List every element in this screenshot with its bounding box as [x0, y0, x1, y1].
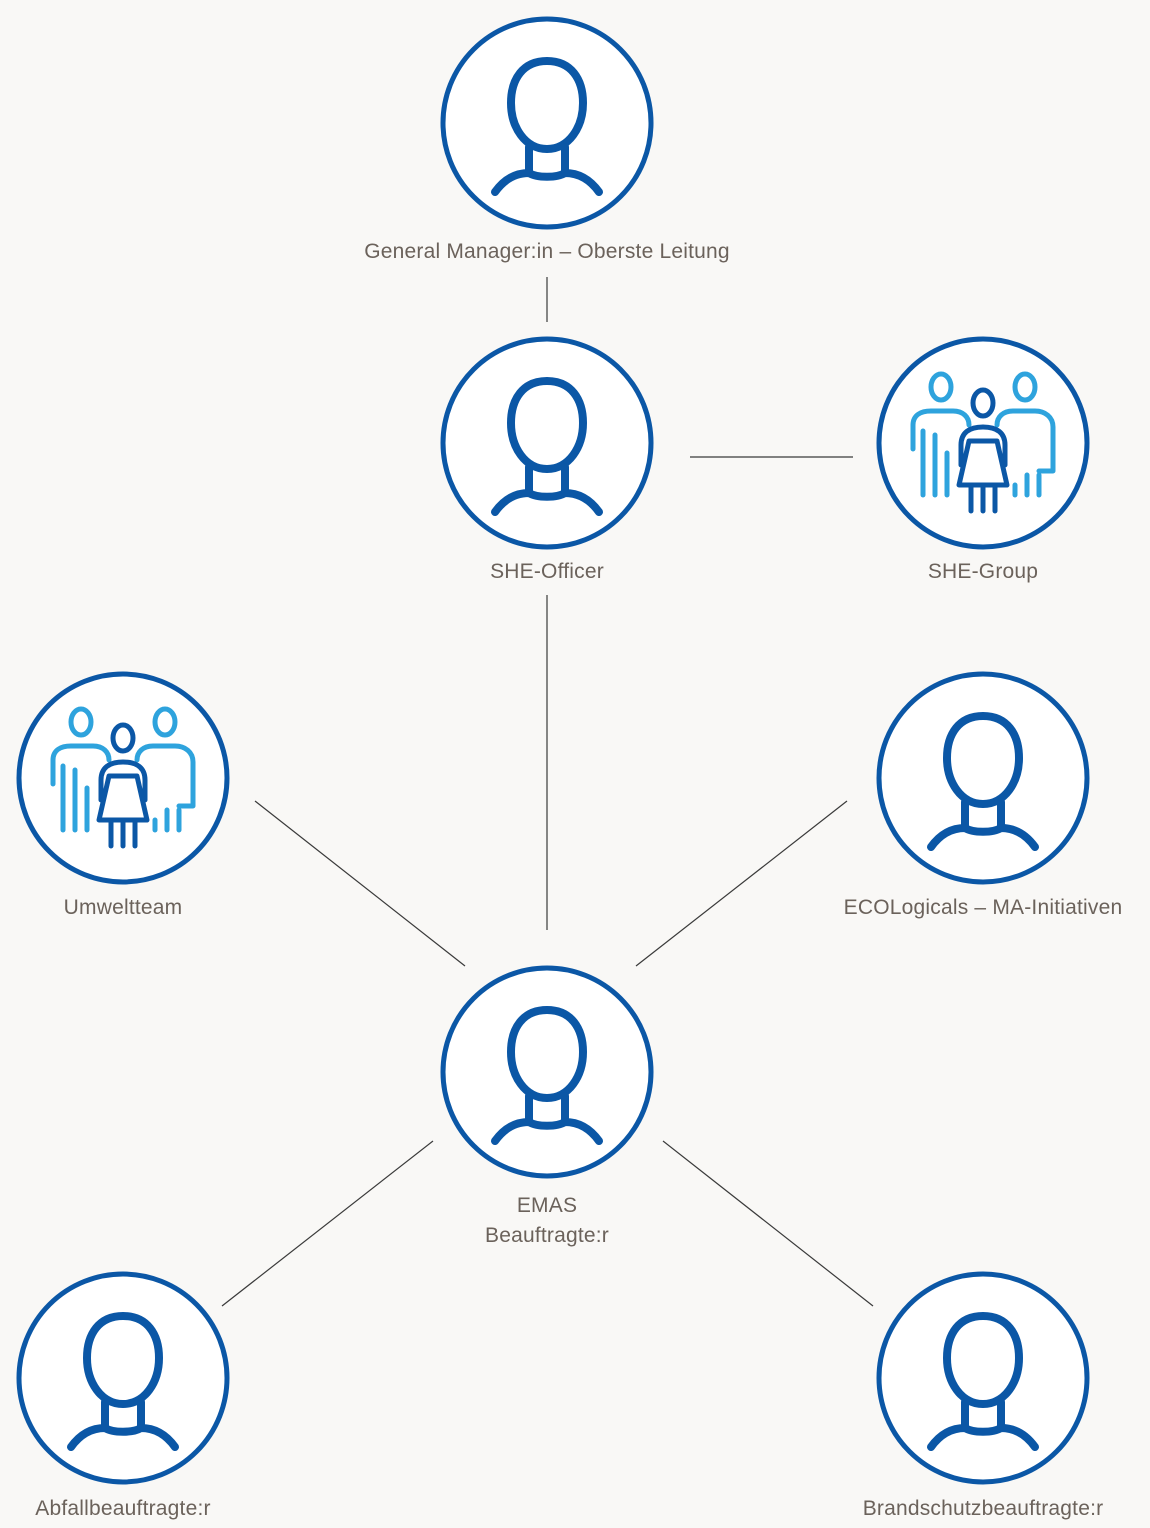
node-umweltteam — [15, 670, 231, 886]
node-general-manager — [439, 15, 655, 231]
group-icon — [876, 336, 1090, 550]
person-icon — [440, 16, 654, 230]
label-abfall: Abfallbeauftragte:r — [35, 1497, 211, 1520]
node-she-group — [875, 335, 1091, 551]
connector-emas-brandschutz — [662, 1140, 874, 1307]
node-ecologicals — [875, 670, 1091, 886]
node-abfall — [15, 1270, 231, 1486]
person-icon — [440, 965, 654, 1179]
group-icon — [16, 671, 230, 885]
person-icon — [876, 671, 1090, 885]
person-icon — [440, 336, 654, 550]
label-umweltteam: Umweltteam — [63, 896, 183, 919]
person-icon — [16, 1271, 230, 1485]
label-brandschutz: Brandschutzbeauftragte:r — [862, 1497, 1104, 1520]
node-brandschutz — [875, 1270, 1091, 1486]
person-icon — [876, 1271, 1090, 1485]
label-she-group: SHE-Group — [927, 560, 1039, 583]
label-ecologicals: ECOLogicals – MA-Initiativen — [843, 896, 1123, 919]
connector-ecologicals-emas — [635, 800, 848, 967]
label-general-manager: General Manager:in – Oberste Leitung — [364, 240, 730, 263]
node-emas — [439, 964, 655, 1180]
label-emas: EMAS Beauftragte:r — [485, 1191, 609, 1251]
label-she-officer: SHE-Officer — [490, 560, 604, 583]
connector-umweltteam-emas — [254, 800, 466, 967]
label-emas-line2: Beauftragte:r — [484, 1224, 610, 1247]
label-emas-line1: EMAS — [516, 1194, 578, 1217]
connector-emas-abfall — [221, 1140, 434, 1307]
node-she-officer — [439, 335, 655, 551]
